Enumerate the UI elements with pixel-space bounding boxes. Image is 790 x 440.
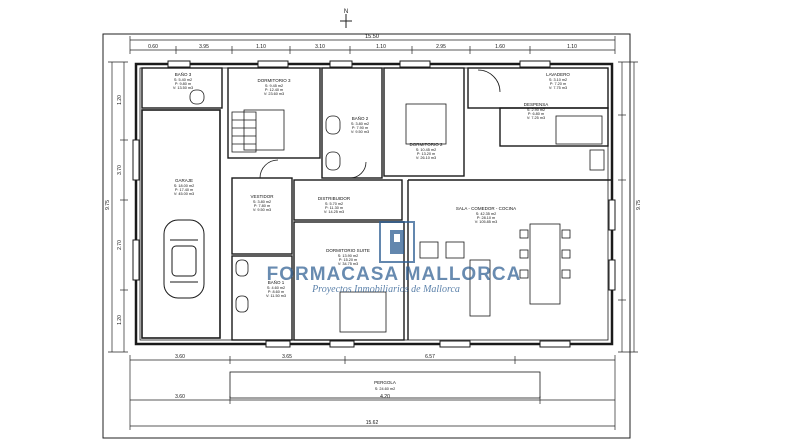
windows (132, 60, 616, 348)
svg-text:S: 9.45 m2: S: 9.45 m2 (265, 84, 283, 88)
fixtures (189, 69, 605, 333)
svg-text:V: 9.50 m3: V: 9.50 m3 (253, 208, 271, 212)
svg-text:P: 7.80 m: P: 7.80 m (254, 204, 270, 208)
dim-top-seg: 3.95 (199, 44, 209, 50)
svg-text:PERGOLA: PERGOLA (374, 380, 396, 385)
svg-text:V: 105.85 m3: V: 105.85 m3 (475, 220, 497, 224)
svg-text:V: 45.00 m3: V: 45.00 m3 (174, 192, 194, 196)
svg-text:BAÑO 3: BAÑO 3 (175, 71, 192, 77)
svg-text:V: 14.25 m3: V: 14.25 m3 (324, 210, 344, 214)
watermark-subtitle: Proyectos Inmobiliarios de Mallorca (311, 284, 460, 295)
svg-text:V: 34.75 m3: V: 34.75 m3 (338, 262, 358, 266)
dim-top-seg: 1.60 (495, 44, 505, 50)
dim-left-total: 9.75 (105, 200, 111, 210)
svg-text:S: 3.80 m2: S: 3.80 m2 (351, 122, 369, 126)
watermark: FORMACASA MALLORCA Proyectos Inmobiliari… (267, 221, 522, 295)
north-label: N (344, 9, 348, 15)
svg-text:S: 10.45 m2: S: 10.45 m2 (416, 148, 436, 152)
sheet-frame (102, 33, 631, 439)
dim-bottom-total: 15.62 (366, 420, 379, 426)
svg-text:DORMITORIO SUITE: DORMITORIO SUITE (326, 248, 370, 253)
svg-text:P: 28.10 m: P: 28.10 m (477, 216, 495, 220)
dim-right-total: 9.75 (636, 200, 642, 210)
svg-text:P: 13.20 m: P: 13.20 m (417, 152, 435, 156)
svg-text:V: 26.10 m3: V: 26.10 m3 (416, 156, 436, 160)
svg-text:S: 18.00 m2: S: 18.00 m2 (174, 184, 194, 188)
svg-text:LAVADERO: LAVADERO (546, 72, 570, 77)
room-pergola: PERGOLA S: 24.60 m2 (374, 380, 396, 391)
dim-top-seg: 0.60 (148, 44, 158, 50)
room-dormitorio-3: DORMITORIO 3S: 9.45 m2P: 12.40 mV: 23.60… (258, 78, 291, 96)
svg-text:DESPENSA: DESPENSA (524, 102, 549, 107)
svg-text:BAÑO 1: BAÑO 1 (268, 279, 285, 285)
svg-text:DISTRIBUIDOR: DISTRIBUIDOR (318, 196, 351, 201)
svg-text:P: 9.80 m: P: 9.80 m (175, 82, 191, 86)
side-dimensions (108, 61, 638, 353)
room-dormitorio-2: DORMITORIO 2S: 10.45 m2P: 13.20 mV: 26.1… (410, 142, 443, 160)
dim-bottom-seg: 4.20 (380, 394, 390, 400)
dim-side-seg: 1.20 (117, 95, 123, 105)
dim-top-seg: 1.10 (256, 44, 266, 50)
room-bano-1: BAÑO 1S: 4.60 m2P: 8.60 mV: 11.50 m3 (266, 279, 286, 298)
svg-text:BAÑO 2: BAÑO 2 (352, 115, 369, 121)
svg-text:V: 13.50 m3: V: 13.50 m3 (173, 86, 193, 90)
watermark-logo-icon (379, 221, 415, 263)
svg-text:V: 7.25 m3: V: 7.25 m3 (527, 116, 545, 120)
dim-top-seg: 1.10 (376, 44, 386, 50)
svg-text:V: 7.75 m3: V: 7.75 m3 (549, 86, 567, 90)
bottom-dimensions (129, 355, 616, 430)
svg-text:S: 24.60 m2: S: 24.60 m2 (375, 387, 395, 391)
svg-text:S: 4.60 m2: S: 4.60 m2 (267, 286, 285, 290)
dim-top-total: 15.50 (365, 34, 379, 40)
car-icon (163, 219, 205, 299)
dim-side-seg: 3.70 (117, 165, 123, 175)
svg-text:V: 9.50 m3: V: 9.50 m3 (351, 130, 369, 134)
svg-text:P: 7.20 m: P: 7.20 m (550, 82, 566, 86)
dim-top-seg: 2.95 (436, 44, 446, 50)
svg-text:V: 11.50 m3: V: 11.50 m3 (266, 294, 286, 298)
svg-text:DORMITORIO 3: DORMITORIO 3 (258, 78, 291, 83)
svg-text:P: 7.90 m: P: 7.90 m (352, 126, 368, 130)
svg-text:P: 6.80 m: P: 6.80 m (528, 112, 544, 116)
svg-text:VESTIDOR: VESTIDOR (250, 194, 274, 199)
dim-top-seg: 3.10 (315, 44, 325, 50)
watermark-title: FORMACASA MALLORCA (267, 264, 522, 285)
dim-bottom-seg: 3.65 (282, 354, 292, 360)
svg-text:S: 3.10 m2: S: 3.10 m2 (549, 78, 567, 82)
svg-text:SALA - COMEDOR - COCINA: SALA - COMEDOR - COCINA (456, 206, 516, 211)
svg-text:P: 17.40 m: P: 17.40 m (175, 188, 193, 192)
svg-text:S: 5.40 m2: S: 5.40 m2 (174, 78, 192, 82)
svg-text:S: 3.80 m2: S: 3.80 m2 (253, 200, 271, 204)
svg-text:P: 8.60 m: P: 8.60 m (268, 290, 284, 294)
svg-text:P: 15.20 m: P: 15.20 m (339, 258, 357, 262)
dim-side-seg: 1.20 (117, 315, 123, 325)
svg-text:DORMITORIO 2: DORMITORIO 2 (410, 142, 443, 147)
room-bano-3: BAÑO 3S: 5.40 m2P: 9.80 mV: 13.50 m3 (173, 71, 193, 90)
dim-top-seg: 1.10 (567, 44, 577, 50)
dim-bottom-seg: 3.60 (175, 394, 185, 400)
svg-text:P: 12.40 m: P: 12.40 m (265, 88, 283, 92)
dim-bottom-seg: 3.60 (175, 354, 185, 360)
svg-text:V: 23.60 m3: V: 23.60 m3 (264, 92, 284, 96)
dim-side-seg: 2.70 (117, 240, 123, 250)
svg-text:S: 42.35 m2: S: 42.35 m2 (476, 212, 496, 216)
north-arrow: N (340, 9, 352, 28)
top-dimensions (129, 36, 616, 54)
svg-text:GARAJE: GARAJE (175, 178, 193, 183)
svg-text:S: 2.90 m2: S: 2.90 m2 (527, 108, 545, 112)
room-bano-2: BAÑO 2S: 3.80 m2P: 7.90 mV: 9.50 m3 (351, 115, 369, 134)
svg-text:P: 11.30 m: P: 11.30 m (325, 206, 343, 210)
room-labels: BAÑO 3S: 5.40 m2P: 9.80 mV: 13.50 m3 DOR… (173, 71, 571, 391)
svg-text:S: 13.90 m2: S: 13.90 m2 (338, 254, 358, 258)
svg-text:S: 5.70 m2: S: 5.70 m2 (325, 202, 343, 206)
dim-bottom-seg: 6.57 (425, 354, 435, 360)
